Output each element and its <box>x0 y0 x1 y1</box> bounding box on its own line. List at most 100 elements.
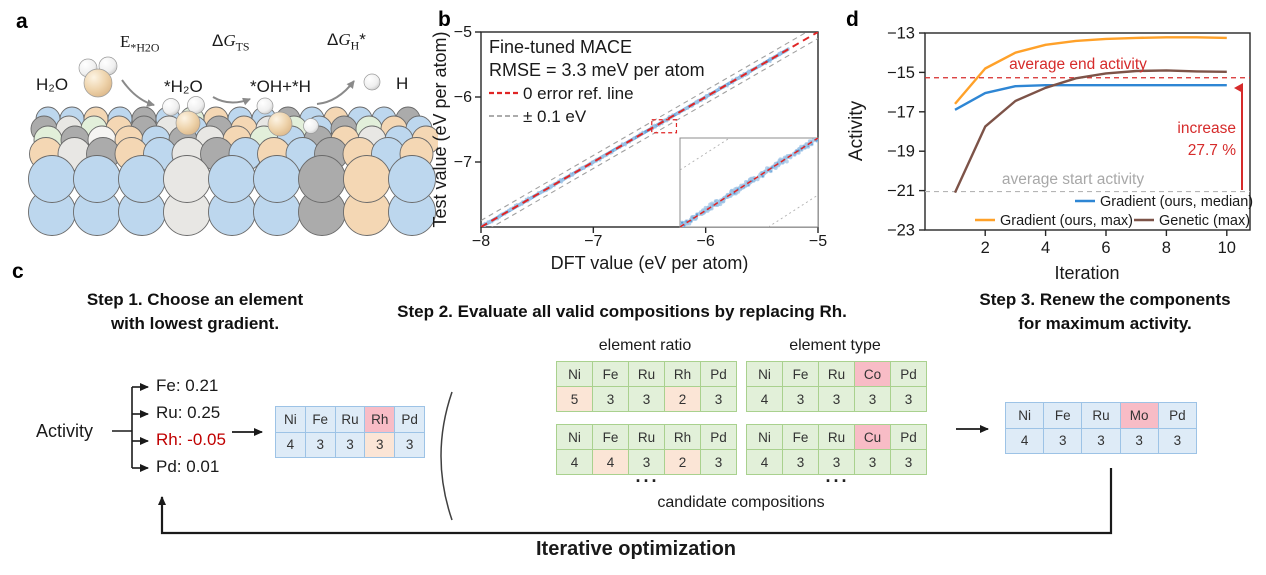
table-cell: 4 <box>746 449 783 475</box>
b-y-axis-label: Test value (eV per atom) <box>432 31 450 227</box>
table-cell: Fe <box>1043 402 1083 429</box>
table-cell: 3 <box>592 386 629 412</box>
gh-g: G <box>338 30 351 49</box>
species-h2o: H₂O <box>36 75 69 94</box>
table-cell: Rh <box>364 406 396 433</box>
gh-star: * <box>359 30 366 49</box>
table-cell: 3 <box>890 449 927 475</box>
b-y-tick: −6 <box>454 89 472 106</box>
table-cell: Ni <box>556 424 593 450</box>
d-legend-max: Gradient (ours, max) <box>1000 213 1133 229</box>
gts-delta: Δ <box>212 31 224 50</box>
b-x-tick: −8 <box>472 233 490 250</box>
type-ellipsis: ... <box>825 466 850 486</box>
table-cell: 3 <box>1157 427 1198 454</box>
d-y-tick: −21 <box>887 182 915 200</box>
table-cell: 3 <box>304 431 336 458</box>
b-rmse: RMSE = 3.3 meV per atom <box>489 60 705 80</box>
step3-title-line2: for maximum activity. <box>1018 314 1192 333</box>
b-title: Fine-tuned MACE <box>489 37 632 57</box>
step3-title: Step 3. Renew the components for maximum… <box>945 288 1265 336</box>
panel-a-illustration <box>28 56 438 236</box>
d-x-tick: 8 <box>1162 239 1171 257</box>
element-ratio-label: element ratio <box>598 337 692 354</box>
candidates-brace <box>440 391 453 521</box>
d-x-tick: 2 <box>981 239 990 257</box>
d-series-line <box>953 69 1227 194</box>
species-h: H <box>396 74 409 93</box>
b-x-tick: −6 <box>697 233 715 250</box>
table-cell: 3 <box>700 386 737 412</box>
b-legend-ref-line: 0 error ref. line <box>523 84 634 103</box>
e-sub: *H2O <box>130 40 160 55</box>
gh-sub: H <box>350 38 360 53</box>
b-x-axis-label: DFT value (eV per atom) <box>551 253 749 273</box>
d-series-line <box>954 36 1227 105</box>
ratio-ellipsis: ... <box>635 466 660 486</box>
energy-label-e-h2o: E*H2O <box>120 32 159 55</box>
table-cell: Pd <box>700 361 737 387</box>
d-y-tick: −13 <box>887 25 915 43</box>
table-cell: Ni <box>1004 402 1045 429</box>
table-cell: Fe <box>782 361 819 387</box>
panel-a-letter: a <box>16 10 28 33</box>
d-y-tick: −17 <box>887 103 915 121</box>
d-x-axis-label: Iteration <box>1054 263 1119 283</box>
gradient-tree-lines <box>112 383 149 472</box>
b-y-tick: −5 <box>454 24 472 41</box>
table-cell: Ru <box>628 361 665 387</box>
table-cell: 3 <box>1043 427 1083 454</box>
table-cell: Cu <box>854 424 891 450</box>
step1-title-line1: Step 1. Choose an element <box>86 290 304 309</box>
b-inset <box>679 137 819 228</box>
table-cell: 3 <box>1081 427 1121 454</box>
gradient-row-rh: Rh: -0.05 <box>156 430 226 449</box>
table-cell: 3 <box>394 431 425 458</box>
table-cell: 3 <box>782 386 819 412</box>
table-cell: Pd <box>1157 402 1198 429</box>
d-series-line <box>954 83 1227 111</box>
d-y-tick: −15 <box>887 64 915 82</box>
table-cell: 3 <box>854 386 891 412</box>
table-cell: Ru <box>628 424 665 450</box>
d-y-tick: −19 <box>887 143 915 161</box>
table-cell: 3 <box>890 386 927 412</box>
table-cell: 2 <box>664 386 701 412</box>
d-avg-start-label: average start activity <box>1002 171 1144 188</box>
table-cell: Pd <box>394 406 425 433</box>
table-cell: Ni <box>275 406 306 433</box>
table-cell: Co <box>854 361 891 387</box>
b-y-tick: −7 <box>454 154 472 171</box>
d-y-tick: −23 <box>887 222 915 240</box>
step1-title: Step 1. Choose an element with lowest gr… <box>30 288 360 336</box>
b-annotations: Fine-tuned MACE RMSE = 3.3 meV per atom 0 … <box>489 37 705 126</box>
candidate-compositions-label: candidate compositions <box>657 494 825 511</box>
table-cell: Pd <box>890 361 927 387</box>
panel-d-letter: d <box>846 8 859 31</box>
b-plot-area <box>481 32 818 227</box>
e-base: E <box>120 32 131 51</box>
d-y-axis-label: Activity <box>846 100 867 161</box>
molecules <box>78 56 381 137</box>
step1-title-line2: with lowest gradient. <box>110 314 280 333</box>
species-ads-h2o: *H₂O <box>164 77 203 96</box>
d-increase-label-1: increase <box>1177 120 1236 137</box>
d-x-tick: 10 <box>1218 239 1236 257</box>
metal-slab <box>28 106 438 236</box>
b-x-tick: −5 <box>809 233 827 250</box>
gradient-row-fe: Fe: 0.21 <box>156 376 219 395</box>
energy-label-gh: ΔGH* <box>327 30 366 53</box>
step2-title: Step 2. Evaluate all valid compositions … <box>397 302 847 321</box>
table-cell: 4 <box>556 449 593 475</box>
table-cell: Ru <box>1081 402 1121 429</box>
table-cell: Ru <box>818 361 855 387</box>
